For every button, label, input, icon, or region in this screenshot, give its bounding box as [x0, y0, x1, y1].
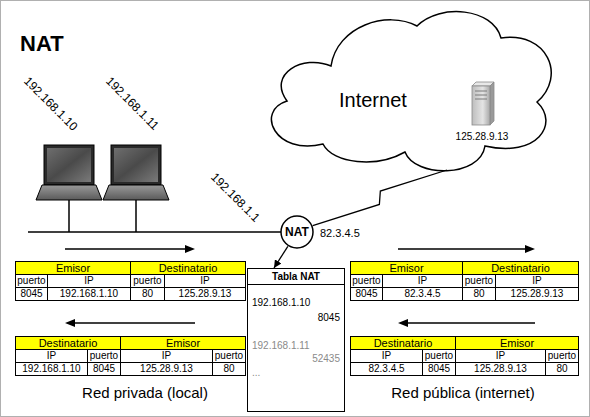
- lan-drop: [135, 200, 137, 232]
- table-cell: 192.168.1.10: [15, 362, 88, 376]
- laptop-icon: [36, 145, 102, 200]
- lan-bus: [28, 231, 281, 233]
- table-cell: 80: [462, 287, 496, 301]
- private-ip: 192.168.1.10: [252, 296, 310, 309]
- laptop-screen: [111, 145, 161, 185]
- table-cell: IP: [120, 349, 213, 363]
- flow-arrow: [398, 245, 535, 253]
- laptop-base: [36, 185, 102, 200]
- lookup-arrow: [274, 246, 288, 268]
- table-cell: puerto: [15, 274, 48, 288]
- table-header: Emisor: [350, 261, 463, 275]
- table-cell: 80: [130, 287, 165, 301]
- server-front: [472, 86, 490, 125]
- table-cell: 82.3.4.5: [382, 287, 463, 301]
- ip-address: 82.3.4.5: [320, 226, 360, 240]
- table-cell: puerto: [212, 349, 246, 363]
- table-cell: 8045: [350, 287, 383, 301]
- router-circle: [281, 216, 313, 248]
- table-header: Destinatario: [130, 261, 246, 275]
- table-cell: 80: [545, 362, 579, 376]
- ellipsis: ...: [252, 366, 260, 379]
- wan-link: [313, 170, 447, 226]
- table-cell: IP: [495, 274, 579, 288]
- table-cell: IP: [350, 349, 423, 363]
- table-cell: 192.168.1.10: [47, 287, 131, 301]
- flow-arrow: [398, 319, 535, 327]
- port-number: 8045: [248, 311, 340, 324]
- table-cell: IP: [47, 274, 131, 288]
- server-side: [490, 82, 494, 125]
- laptop-screen: [44, 145, 94, 185]
- table-cell: 82.3.4.5: [350, 362, 423, 376]
- table-cell: 125.28.9.13: [120, 362, 213, 376]
- cloud-label: Internet: [339, 88, 407, 112]
- laptop-display: [47, 148, 91, 182]
- table-cell: IP: [382, 274, 463, 288]
- table-cell: puerto: [87, 349, 121, 363]
- table-header: Destinatario: [462, 261, 579, 275]
- nat-table: Tabla NAT 192.168.1.10 8045 192.168.1.11524…: [247, 268, 345, 412]
- section-caption: Red privada (local): [45, 384, 245, 402]
- lan-drop: [68, 200, 70, 232]
- private-ip: 192.168.1.11: [252, 339, 310, 352]
- drive-bay: [475, 95, 487, 96]
- table-header: Destinatario: [350, 336, 456, 350]
- table-cell: 80: [212, 362, 246, 376]
- section-caption: Red pública (internet): [363, 384, 563, 402]
- table-cell: 125.28.9.13: [495, 287, 579, 301]
- table-cell: 125.28.9.13: [455, 362, 546, 376]
- table-header: Emisor: [120, 336, 246, 350]
- table-cell: 8045: [15, 287, 48, 301]
- drive-bay: [475, 91, 487, 92]
- table-title: Tabla NAT: [248, 269, 344, 285]
- nat-router: NAT: [280, 215, 314, 249]
- table-cell: puerto: [422, 349, 456, 363]
- drive-bay: [475, 99, 487, 100]
- port-number: 52435: [248, 352, 340, 365]
- server: 125.28.9.13: [450, 78, 514, 146]
- laptop-base: [103, 185, 169, 200]
- table-header: Emisor: [15, 261, 131, 275]
- table-cell: puerto: [545, 349, 579, 363]
- table-cell: 125.28.9.13: [164, 287, 246, 301]
- table-cell: IP: [15, 349, 88, 363]
- table-cell: 8045: [87, 362, 121, 376]
- internet-cloud: Internet 125.28.9.13: [255, 6, 560, 170]
- router-label: NAT: [280, 225, 314, 239]
- table-cell: IP: [164, 274, 246, 288]
- table-header: Emisor: [455, 336, 579, 350]
- table-cell: puerto: [462, 274, 496, 288]
- laptop-display: [114, 148, 158, 182]
- cloud-outline: [271, 12, 551, 171]
- laptop-icon: [103, 145, 169, 200]
- flow-arrow: [65, 245, 195, 253]
- table-cell: IP: [455, 349, 546, 363]
- table-cell: puerto: [130, 274, 165, 288]
- table-cell: 8045: [422, 362, 456, 376]
- table-cell: puerto: [350, 274, 383, 288]
- table-header: Destinatario: [15, 336, 121, 350]
- diagram-title: NAT: [20, 31, 64, 57]
- flow-arrow: [65, 319, 195, 327]
- cloud-outline: [255, 6, 560, 170]
- ip-address: 125.28.9.13: [450, 130, 514, 143]
